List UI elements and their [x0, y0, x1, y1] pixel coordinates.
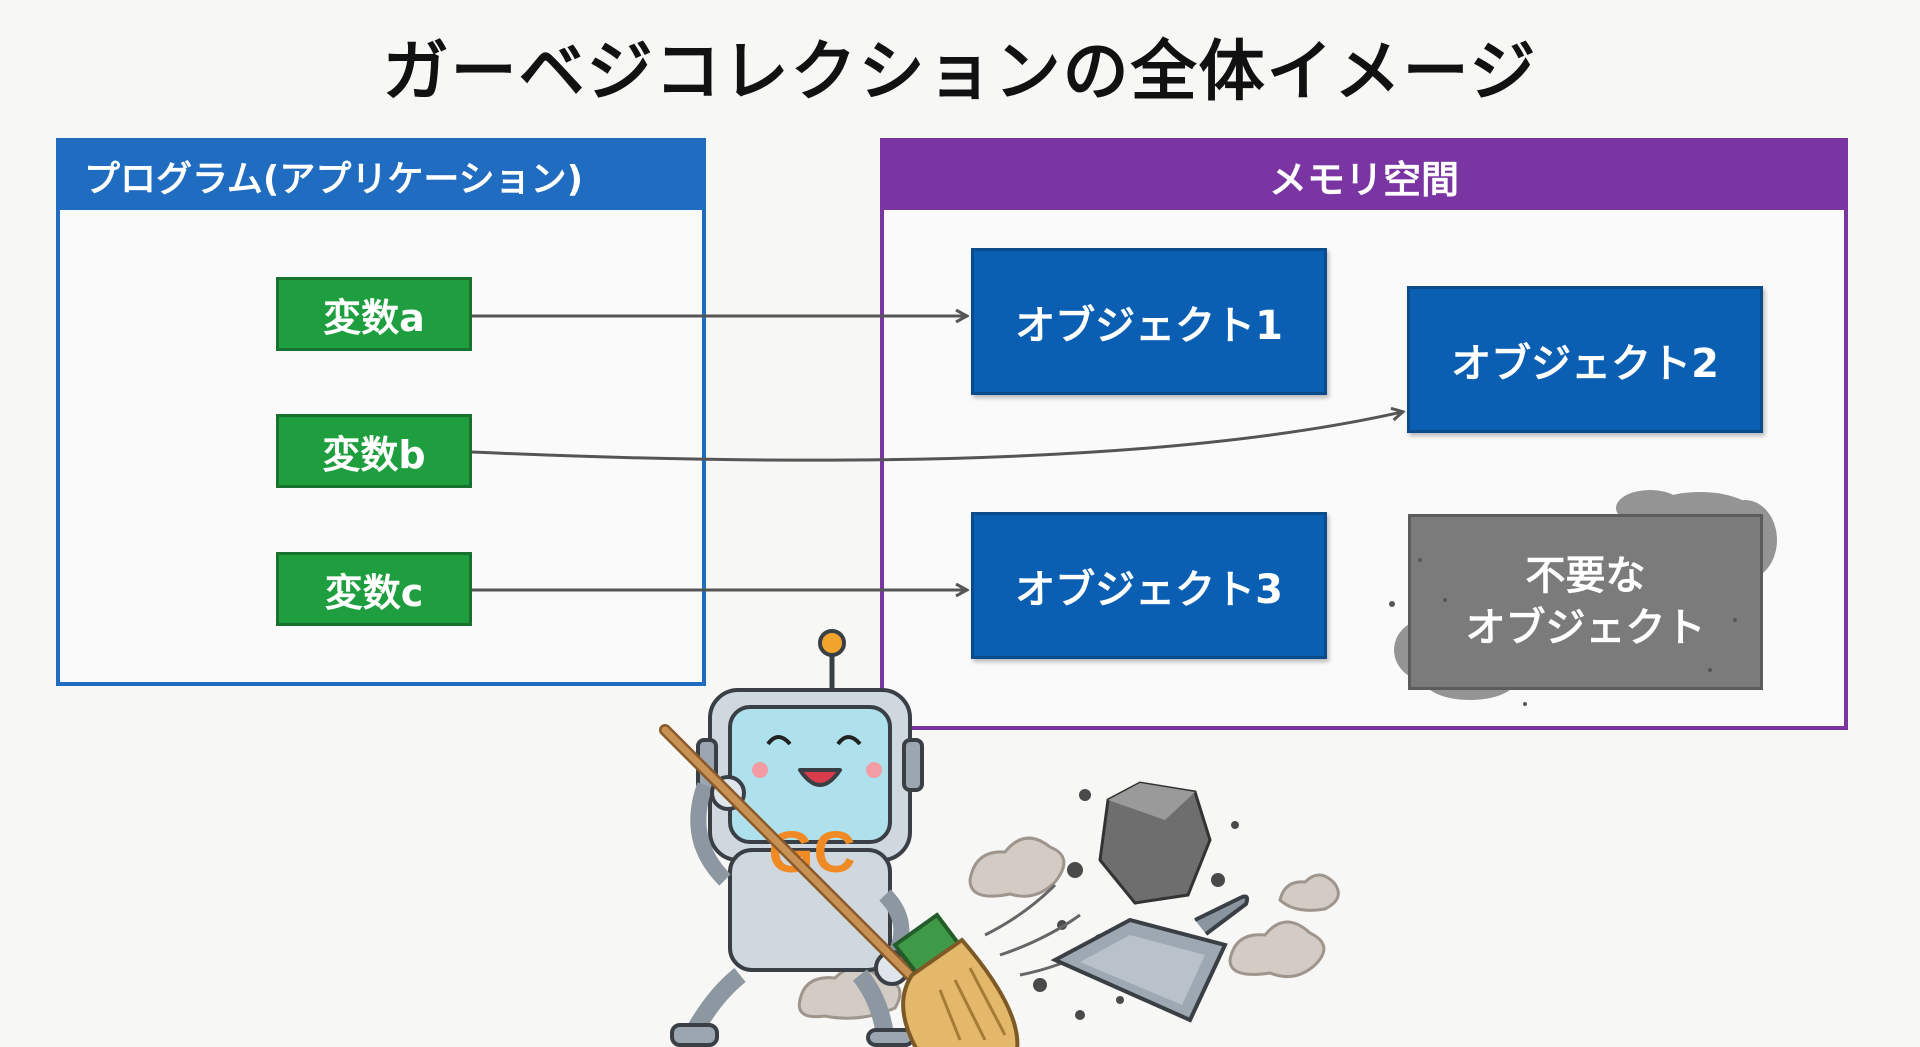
- object-1: オブジェクト1: [971, 248, 1327, 395]
- rubble-icon: [1098, 781, 1212, 905]
- variable-a: 変数a: [276, 277, 472, 351]
- unneeded-object-line1: 不要な: [1525, 553, 1646, 599]
- dust-cloud-icon: [797, 836, 1340, 1020]
- program-panel: プログラム(アプリケーション): [56, 138, 706, 686]
- arrow-b-to-object2: [471, 412, 1402, 462]
- object-2: オブジェクト2: [1407, 286, 1763, 433]
- unneeded-object: 不要な オブジェクト: [1408, 514, 1763, 690]
- memory-panel-header: メモリ空間: [884, 142, 1844, 210]
- broom-icon: [659, 724, 1020, 1047]
- unneeded-object-line2: オブジェクト: [1465, 605, 1706, 651]
- dustpan-icon: [1050, 894, 1250, 1023]
- object-3: オブジェクト3: [971, 512, 1327, 659]
- variable-b: 変数b: [276, 414, 472, 488]
- program-panel-header: プログラム(アプリケーション): [60, 142, 702, 210]
- diagram-title: ガーベジコレクションの全体イメージ: [382, 33, 1538, 110]
- variable-c: 変数c: [276, 552, 472, 626]
